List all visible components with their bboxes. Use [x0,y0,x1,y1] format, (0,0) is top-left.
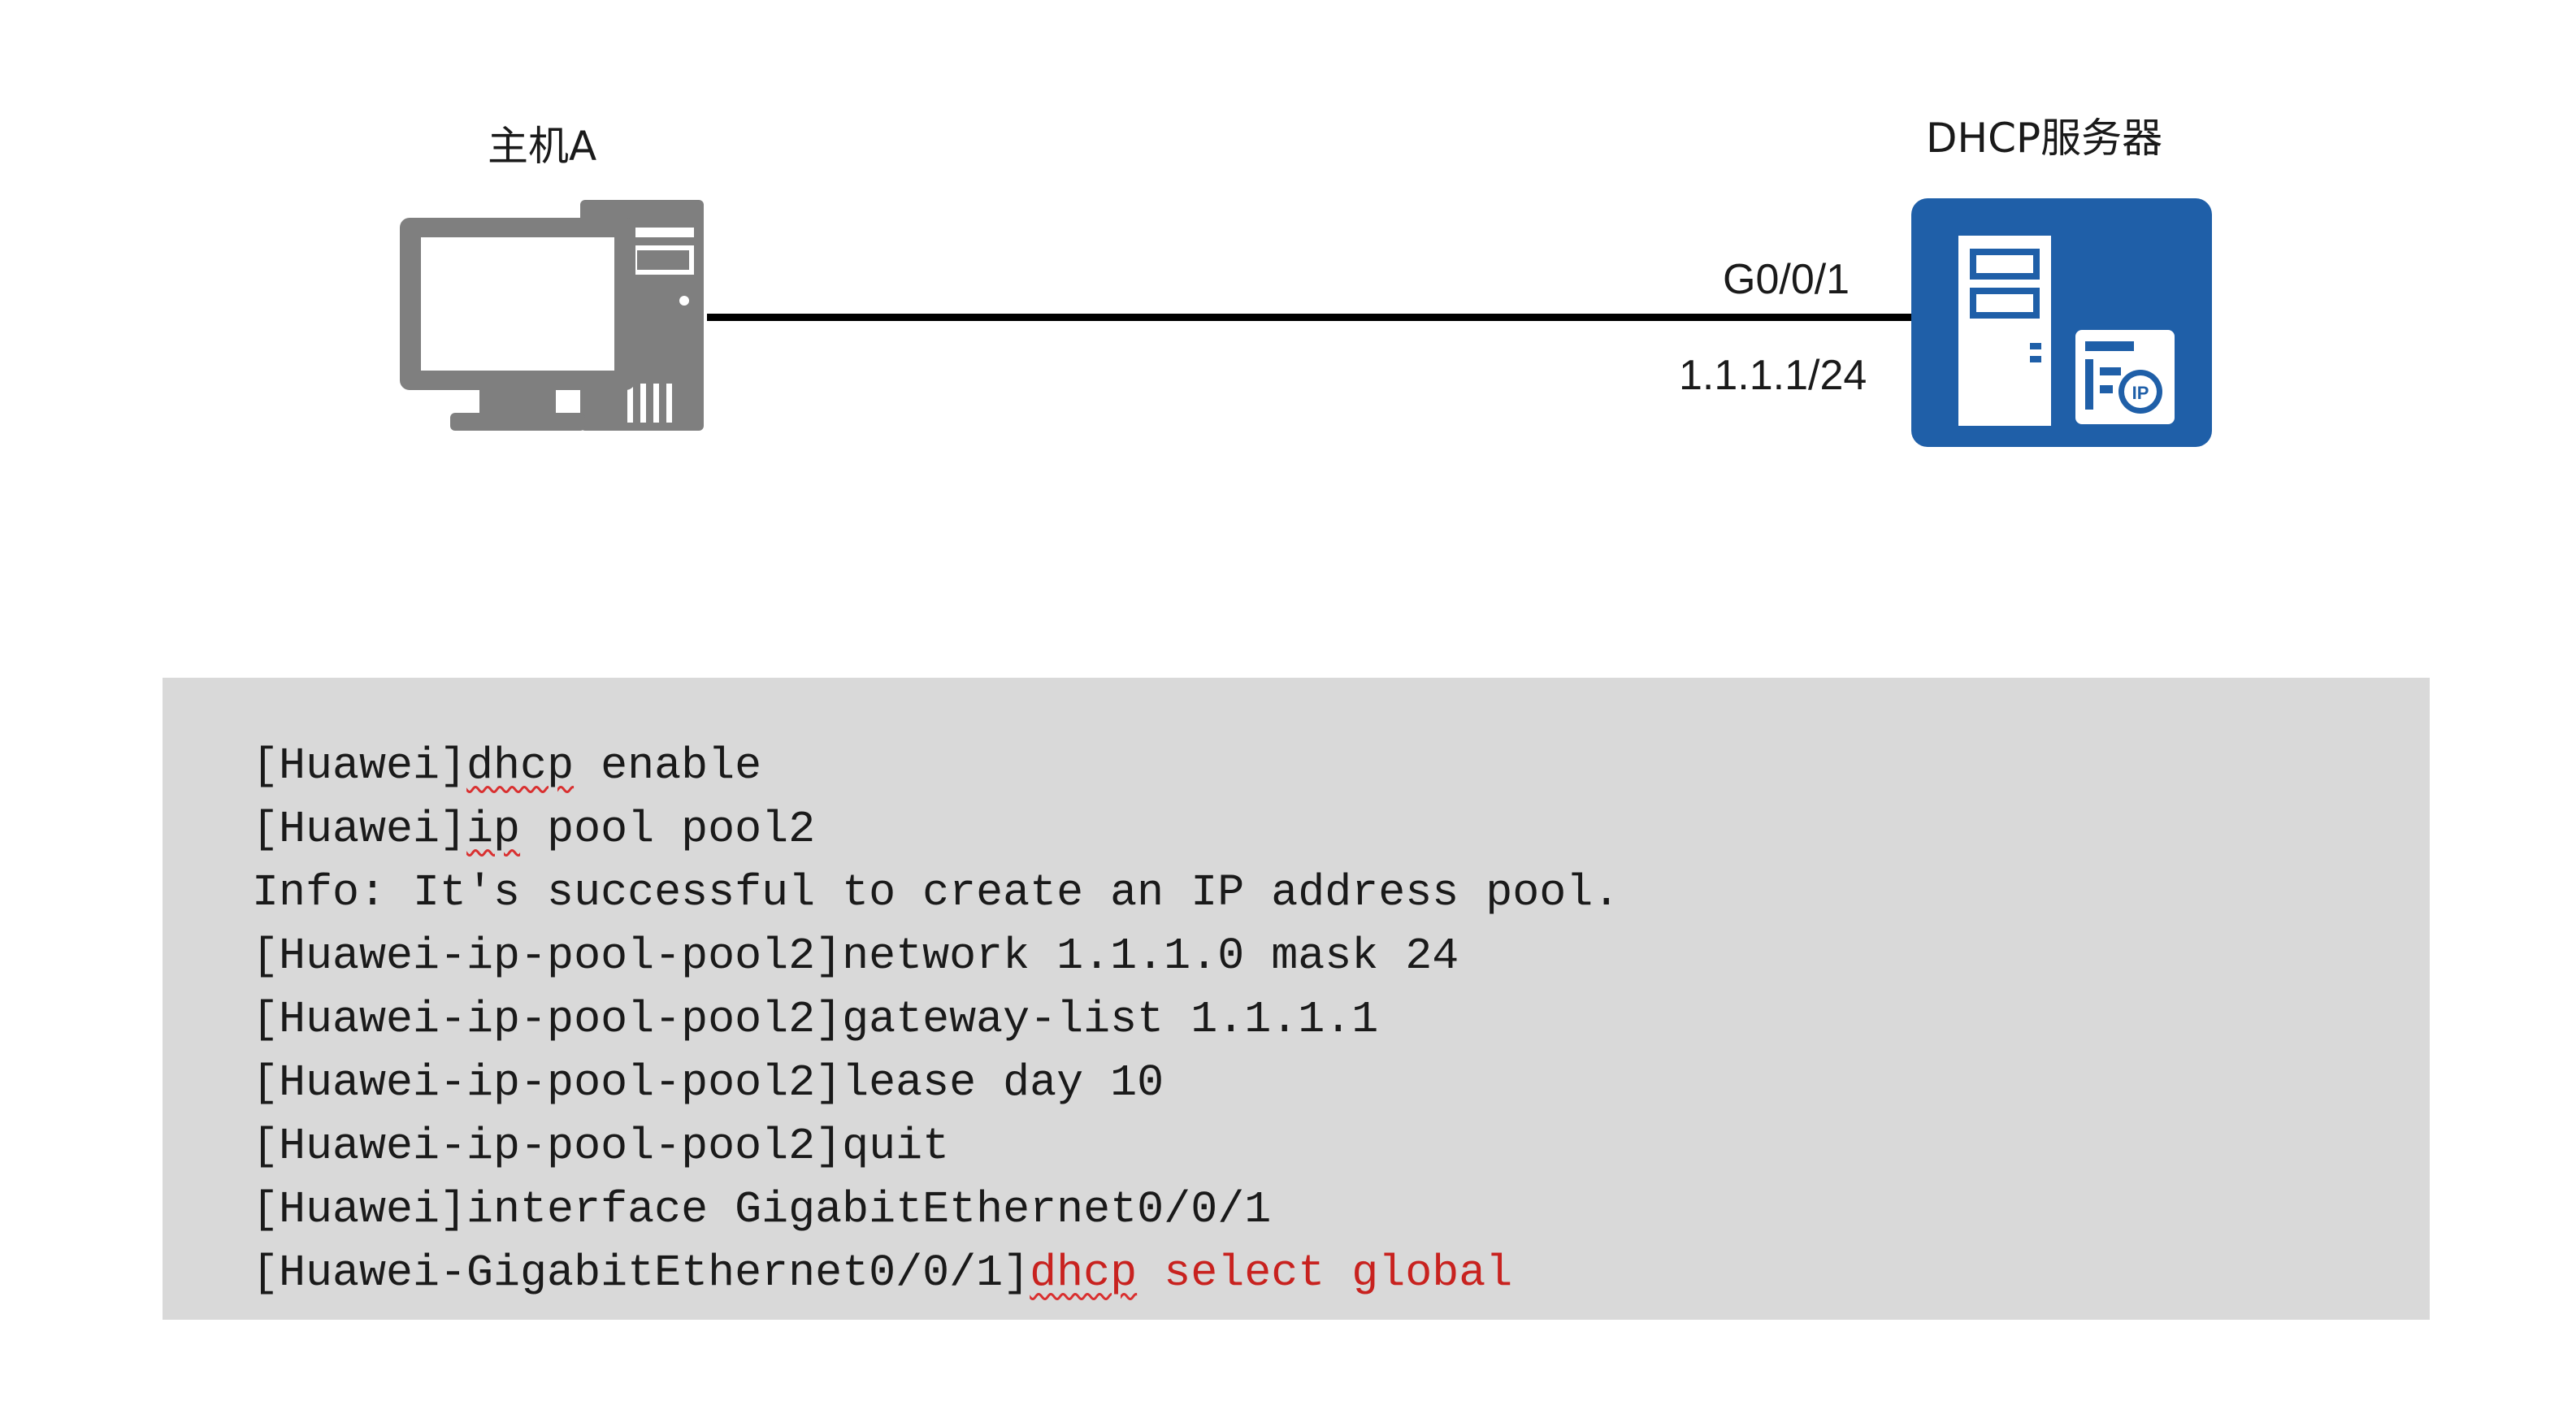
config-text-segment: Info: It's successful to create an IP ad… [252,867,1620,918]
config-line: [Huawei]interface GigabitEthernet0/0/1 [252,1178,1620,1242]
config-line: [Huawei-ip-pool-pool2]network 1.1.1.0 ma… [252,925,1620,988]
desktop-computer-icon [400,195,713,443]
config-line: [Huawei]ip pool pool2 [252,798,1620,861]
config-line: [Huawei-GigabitEthernet0/0/1]dhcp select… [252,1242,1620,1305]
config-command-list: [Huawei]dhcp enable[Huawei]ip pool pool2… [252,735,1620,1305]
config-text-segment: dhcp [1030,1247,1138,1299]
ip-address-label: 1.1.1.1/24 [1679,352,1867,399]
config-text-segment: enable [574,740,762,792]
config-line: [Huawei-ip-pool-pool2]quit [252,1115,1620,1178]
config-text-segment: [Huawei-GigabitEthernet0/0/1] [252,1247,1030,1299]
config-line: [Huawei-ip-pool-pool2]lease day 10 [252,1052,1620,1115]
link-line [707,314,1918,321]
config-line: [Huawei]dhcp enable [252,735,1620,798]
config-text-segment: [Huawei-ip-pool-pool2]quit [252,1121,950,1172]
config-line: Info: It's successful to create an IP ad… [252,861,1620,925]
config-panel: [Huawei]dhcp enable[Huawei]ip pool pool2… [163,678,2430,1320]
server-label: DHCP服务器 [1926,115,2163,162]
config-text-segment: [Huawei]interface GigabitEthernet0/0/1 [252,1184,1272,1235]
config-text-segment: [Huawei] [252,740,467,792]
host-label: 主机A [488,123,597,170]
config-text-segment: [Huawei-ip-pool-pool2]network 1.1.1.0 ma… [252,930,1459,982]
config-text-segment: [Huawei-ip-pool-pool2]lease day 10 [252,1057,1164,1108]
config-text-segment: pool pool2 [520,804,816,855]
network-topology: 主机A G0/0/1 1.1.1.1/24 DHCP服务器 [0,0,2576,650]
interface-label: G0/0/1 [1723,256,1850,303]
config-text-segment: [Huawei-ip-pool-pool2]gateway-list 1.1.1… [252,994,1379,1045]
ip-badge: IP [2132,383,2149,403]
config-text-segment: [Huawei] [252,804,467,855]
config-text-segment: select global [1137,1247,1513,1299]
config-text-segment: dhcp [466,740,575,792]
dhcp-server-icon: IP [1911,198,2212,451]
config-text-segment: ip [466,804,521,855]
config-line: [Huawei-ip-pool-pool2]gateway-list 1.1.1… [252,988,1620,1052]
